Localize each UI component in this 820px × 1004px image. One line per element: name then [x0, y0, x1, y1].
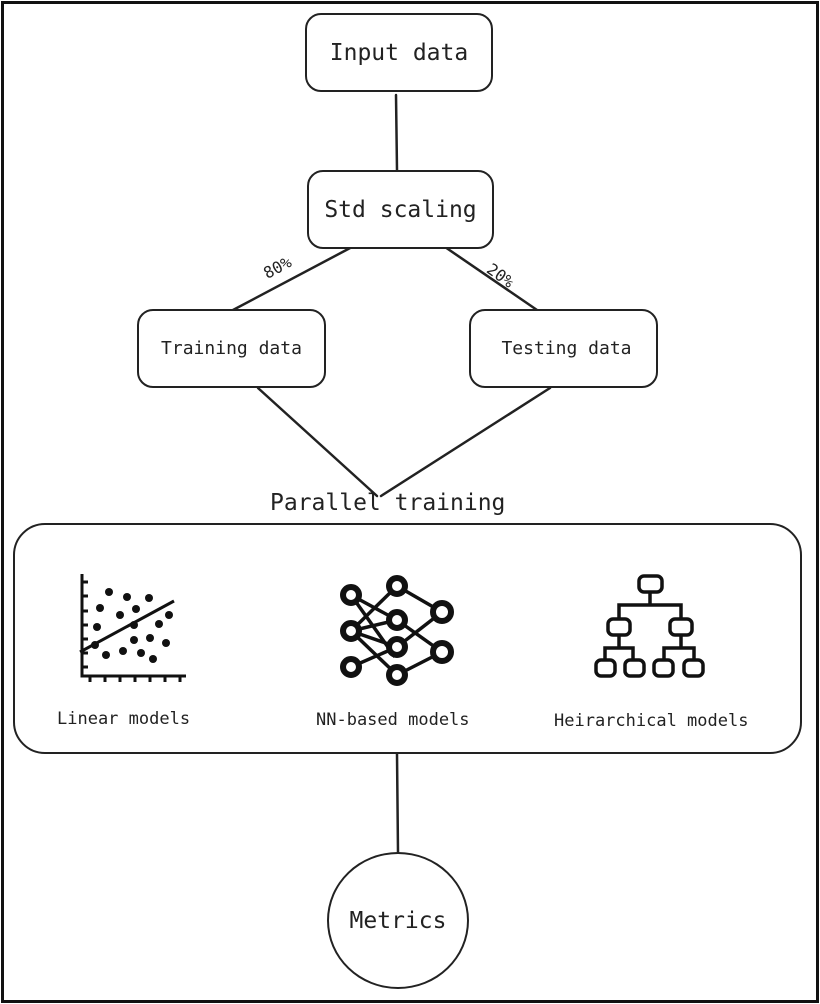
- edge-parallel-metrics: [395, 752, 400, 854]
- node-testing-data: Testing data: [469, 309, 658, 388]
- node-std-scaling-label: Std scaling: [324, 196, 477, 223]
- scatter-plot-icon: [79, 574, 186, 682]
- edge-testing-parallel: [379, 386, 552, 498]
- edge-input-scaling: [394, 93, 399, 172]
- node-std-scaling: Std scaling: [307, 170, 494, 249]
- hierarchical-models-label: Heirarchical models: [554, 711, 749, 731]
- node-input-data: Input data: [305, 13, 493, 92]
- node-metrics: Metrics: [327, 852, 469, 989]
- parallel-training-label: Parallel training: [270, 490, 506, 516]
- node-metrics-label: Metrics: [349, 907, 447, 934]
- node-input-data-label: Input data: [329, 39, 469, 66]
- node-training-data-label: Training data: [161, 338, 302, 359]
- node-training-data: Training data: [137, 309, 326, 388]
- linear-models-label: Linear models: [57, 709, 191, 729]
- hierarchy-tree-icon: [594, 574, 705, 678]
- neural-network-icon: [340, 575, 454, 686]
- edge-scaling-training: [231, 245, 354, 312]
- edge-training-parallel: [256, 386, 379, 498]
- edge-scaling-testing: [443, 245, 539, 312]
- nn-models-label: NN-based models: [316, 710, 470, 730]
- node-testing-data-label: Testing data: [501, 338, 632, 359]
